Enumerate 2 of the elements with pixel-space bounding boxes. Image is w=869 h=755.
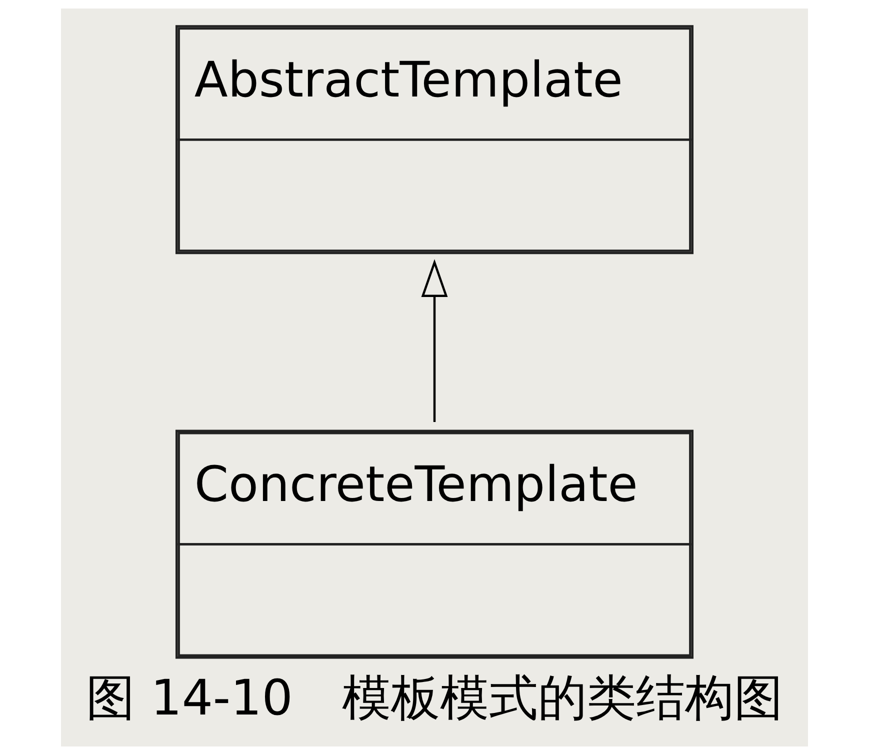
arrow	[421, 259, 448, 422]
caption: 图 14-10 模板模式的类结构图	[86, 670, 783, 727]
